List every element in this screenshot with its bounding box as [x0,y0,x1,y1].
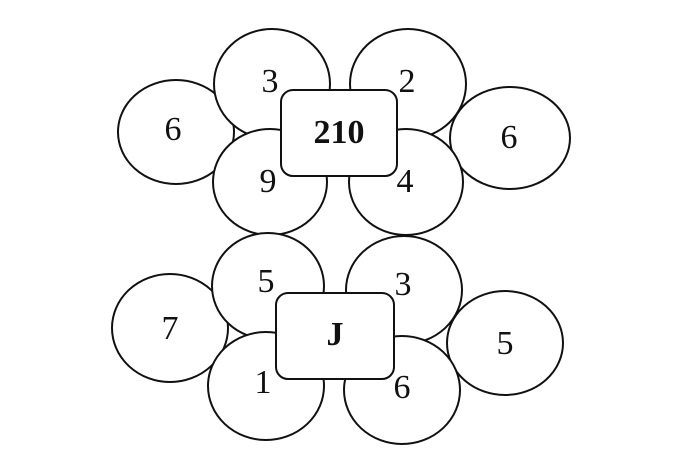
puzzle-2-outer-right-value: 5 [497,325,514,362]
puzzle-1: 6 3 2 210 9 4 6 [117,28,571,236]
puzzle-2-outer-left-value: 7 [162,310,179,347]
puzzle-1-outer-right-circle [449,86,571,190]
puzzle-2-top-left-value: 5 [258,263,275,300]
puzzle-2-bottom-right-value: 6 [394,369,411,406]
puzzle-2-outer-left-circle [111,273,229,383]
puzzle-2-bottom-left-value: 1 [255,364,272,401]
puzzle-1-center-box [280,89,398,177]
puzzle-1-top-left-value: 3 [262,63,279,100]
puzzle-1-center-value: 210 [314,114,365,151]
puzzle-1-outer-left-value: 6 [165,111,182,148]
puzzle-2-top-right-value: 3 [395,266,412,303]
puzzle-2-center-box [275,292,395,380]
puzzle-1-outer-left-circle [117,79,235,185]
puzzle-1-top-right-value: 2 [399,63,416,100]
puzzle-2-outer-right-circle [446,290,564,396]
puzzle-1-bottom-left-value: 9 [260,163,277,200]
puzzle-1-bottom-right-value: 4 [397,163,414,200]
puzzle-1-outer-right-value: 6 [501,119,518,156]
puzzle-2-center-value: J [327,316,344,353]
puzzle-2: 7 5 3 J 1 6 5 [111,232,564,445]
